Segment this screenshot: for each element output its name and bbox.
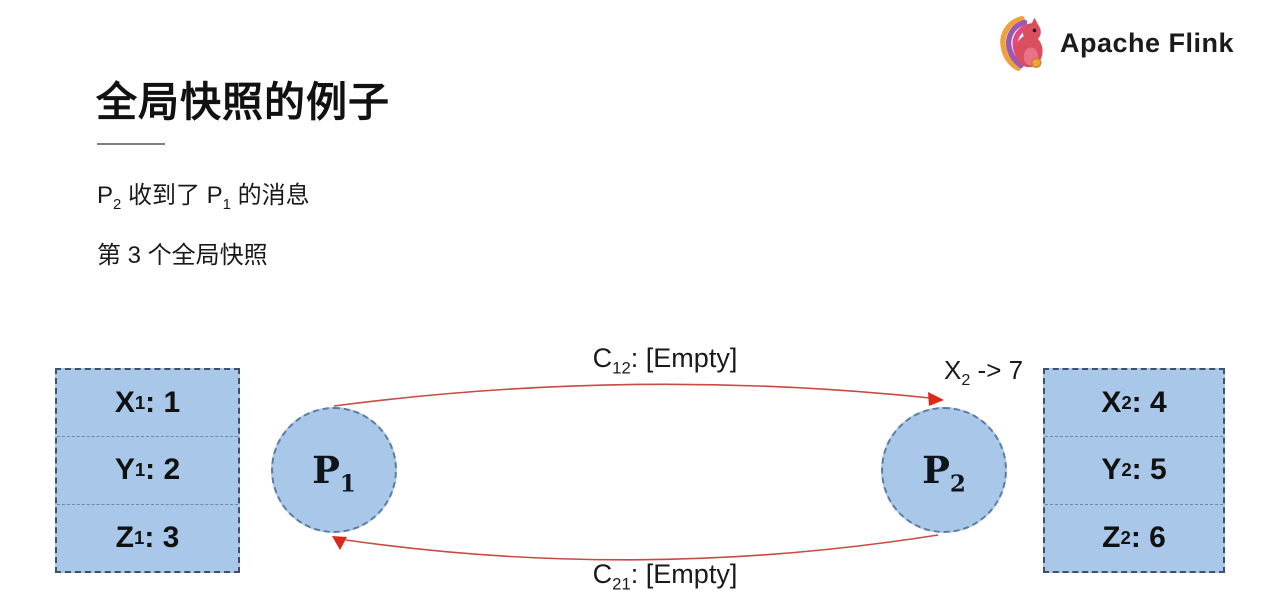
arrowhead-at-p2 [928, 392, 944, 406]
process-node-p1: P1 [271, 407, 397, 533]
title-underline [97, 143, 165, 145]
brand-name: Apache Flink [1059, 27, 1234, 58]
flink-logo: Apache Flink [994, 14, 1234, 72]
note-line-2: 第 3 个全局快照 [97, 242, 268, 269]
channel-arrow-p1-to-p2 [333, 383, 931, 407]
arrowhead-at-p1 [332, 536, 347, 550]
process-label-p2: P2 [922, 448, 966, 498]
event-label-x2: X2 -> 7 [944, 355, 1024, 390]
page-title: 全局快照的例子 [96, 79, 390, 125]
process-node-p2: P2 [881, 407, 1007, 533]
process-label-p1: P1 [312, 448, 356, 498]
channel-arrow-p2-to-p1 [345, 534, 939, 561]
channel-label-bottom: C21: [Empty] [592, 559, 738, 594]
note-line-1: P2 收到了 P1 的消息 [97, 182, 310, 213]
channel-label-top: C12: [Empty] [592, 343, 738, 378]
flink-squirrel-icon [1000, 16, 1043, 71]
